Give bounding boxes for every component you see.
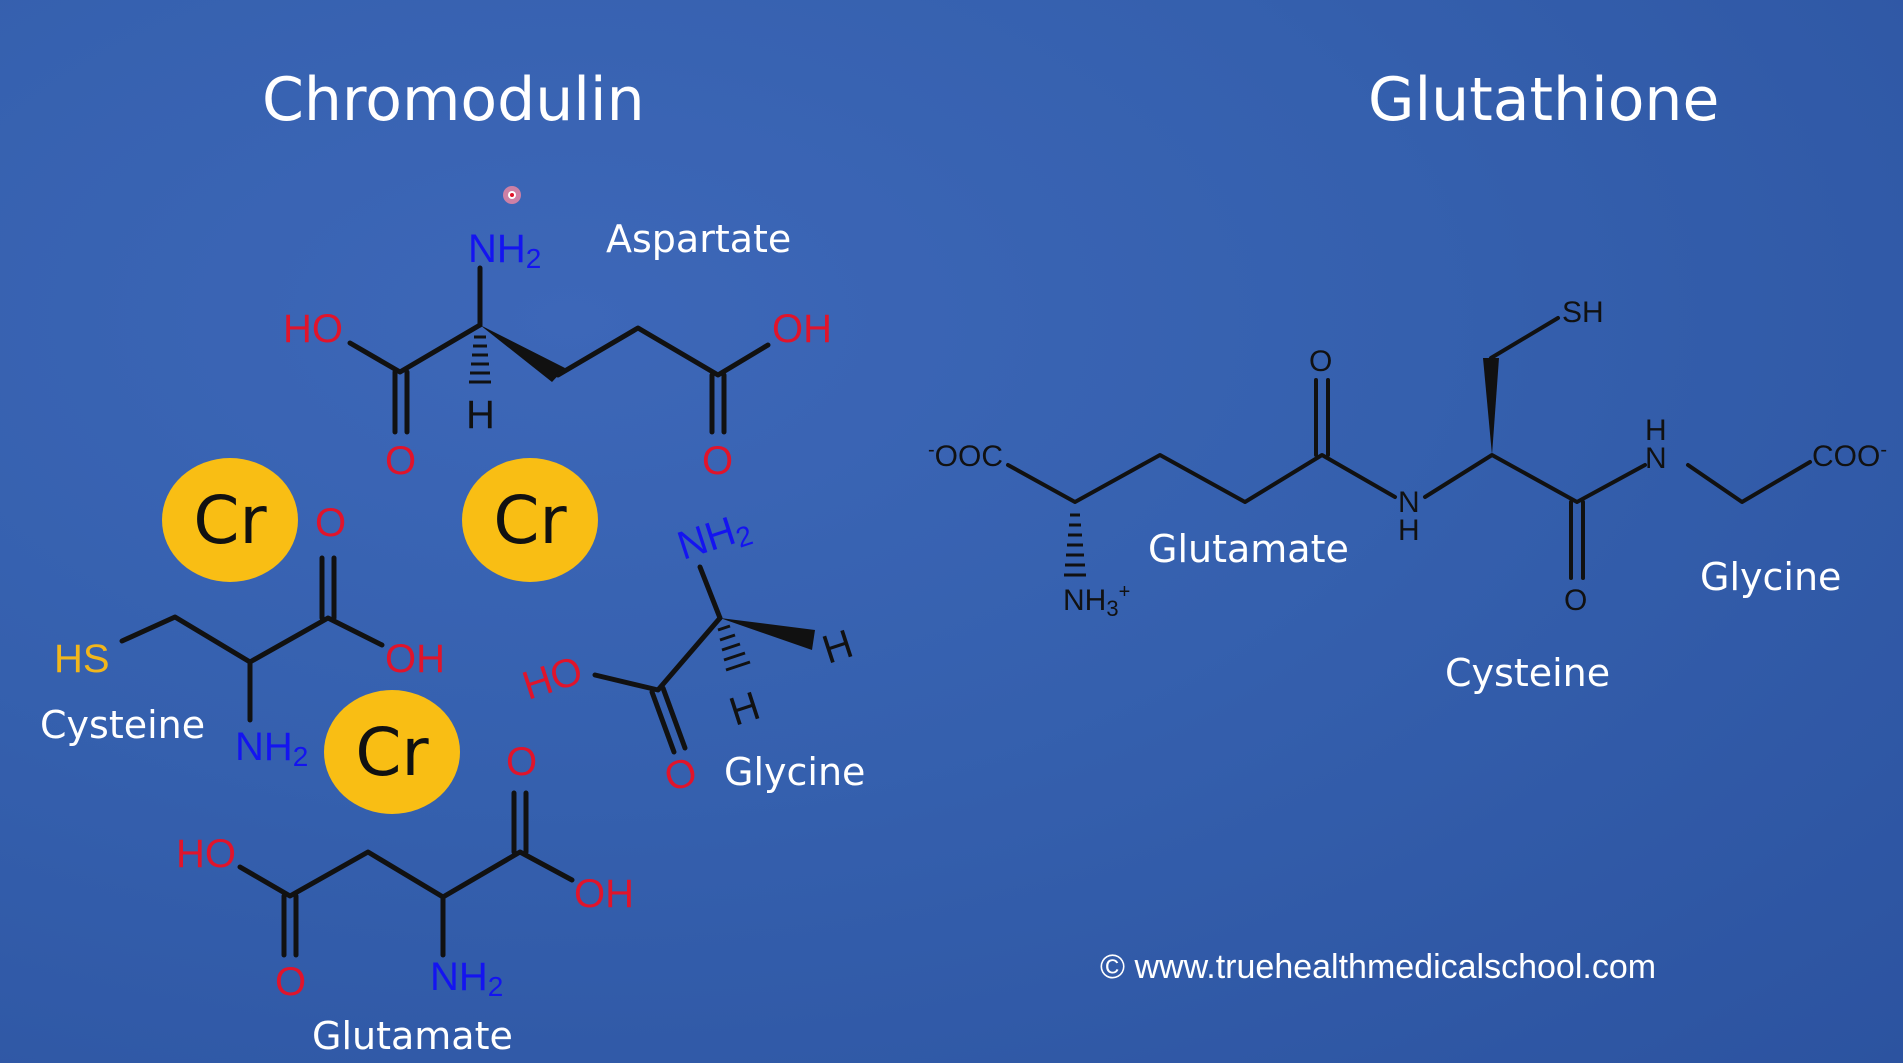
cysteine-backbone-bond <box>119 614 385 665</box>
glycine-oxygen-label: O <box>659 749 702 800</box>
glutathione-glycine-label: Glycine <box>1700 555 1841 599</box>
aspartate-backbone-bond <box>347 322 483 375</box>
copyright-text: © www.truehealthmedicalschool.com <box>1100 948 1656 986</box>
chromodulin-title: Chromodulin <box>262 65 645 135</box>
glutathione-amide-hydrogen-2: H <box>1645 414 1667 447</box>
glycine-amine-label: NH2 <box>672 504 756 571</box>
chromium-atom-2: Cr <box>462 458 598 582</box>
glycine-amine-bond <box>697 564 723 621</box>
glutathione-carboxylate-right: COO- <box>1812 439 1887 473</box>
glutathione-thiol-bond <box>1489 316 1560 360</box>
cysteine-thiol-label: HS <box>54 637 110 681</box>
cysteine-oxygen-label: O <box>315 501 346 545</box>
glutathione-title: Glutathione <box>1368 65 1719 135</box>
glutathione-amide-nitrogen-2: N <box>1645 442 1667 475</box>
glutathione-backbone-bond-2 <box>1423 453 1647 504</box>
chromium-atom-3: Cr <box>324 690 460 814</box>
glutathione-thiol: SH <box>1562 296 1604 329</box>
chromium-atom-1: Cr <box>162 458 298 582</box>
glutamate-hydroxyl-left: HO <box>176 832 236 876</box>
glycine-carbonyl-2 <box>660 685 688 751</box>
glutathione-ammonium: NH3+ <box>1063 581 1130 621</box>
aspartate-hash-bond <box>469 335 491 384</box>
svg-text:Cr: Cr <box>493 482 567 559</box>
glutathione-amide-nitrogen-1: N <box>1398 486 1420 519</box>
aspartate-amine-label: NH2 <box>468 227 541 274</box>
cysteine-amine-label: NH2 <box>235 725 308 772</box>
glutathione-cysteine-label: Cysteine <box>1445 651 1610 695</box>
glutamate-backbone-bond <box>237 849 575 900</box>
glutathione-glutamate-label: Glutamate <box>1148 527 1349 571</box>
aspartate-oxygen-right: O <box>702 439 733 483</box>
glutamate-hydroxyl-right: OH <box>574 872 634 916</box>
aspartate-wedge-bond <box>480 325 565 382</box>
aspartate-hydroxyl-right: OH <box>772 307 832 351</box>
aspartate-label: Aspartate <box>606 217 791 261</box>
glutathione-amide-hydrogen-1: H <box>1398 514 1420 547</box>
cysteine-hydroxyl-label: OH <box>385 637 445 681</box>
glutathione-backbone-bond-3 <box>1686 460 1812 504</box>
laser-pointer-dot-icon <box>503 186 521 204</box>
glycine-label: Glycine <box>724 750 865 794</box>
glycine-hydroxyl-label: HO <box>517 648 588 708</box>
cysteine-molecule: HS O OH NH2 Cysteine <box>40 501 445 772</box>
glutamate-oxygen-bottom: O <box>275 960 306 1004</box>
glycine-wedge-bond <box>720 618 815 650</box>
glutamate-label: Glutamate <box>312 1014 513 1058</box>
glutamate-molecule: HO OH O O NH2 Glutamate <box>176 740 634 1058</box>
glycine-hydrogen-bottom: H <box>724 684 765 735</box>
aspartate-chain-bond <box>555 325 771 378</box>
cysteine-label: Cysteine <box>40 703 205 747</box>
glutamate-oxygen-top: O <box>506 740 537 784</box>
aspartate-molecule: NH2 HO OH O O H Aspartate <box>283 217 832 483</box>
glutathione-hash-bond <box>1064 513 1086 577</box>
svg-text:Cr: Cr <box>193 482 267 559</box>
glycine-backbone-bond <box>592 615 723 693</box>
aspartate-hydrogen: H <box>466 393 495 437</box>
aspartate-oxygen-left: O <box>385 439 416 483</box>
glutamate-amine-label: NH2 <box>430 955 503 1002</box>
glutathione-wedge-bond <box>1483 358 1499 455</box>
glycine-carbonyl-1 <box>649 689 677 755</box>
svg-text:Cr: Cr <box>355 714 429 791</box>
aspartate-hydroxyl-left: HO <box>283 307 343 351</box>
glutathione-oxygen-top: O <box>1309 345 1332 378</box>
glycine-hydrogen-right: H <box>817 622 858 673</box>
glutathione-backbone-bond-1 <box>1006 453 1397 504</box>
glutathione-oxygen-bottom: O <box>1564 584 1587 617</box>
glutathione-carboxylate-left: -OOC <box>928 439 1003 473</box>
glutathione-molecule: -OOC COO- NH3+ N H H N O O SH Glutamate … <box>928 296 1887 695</box>
glycine-hash-bond <box>717 624 751 672</box>
